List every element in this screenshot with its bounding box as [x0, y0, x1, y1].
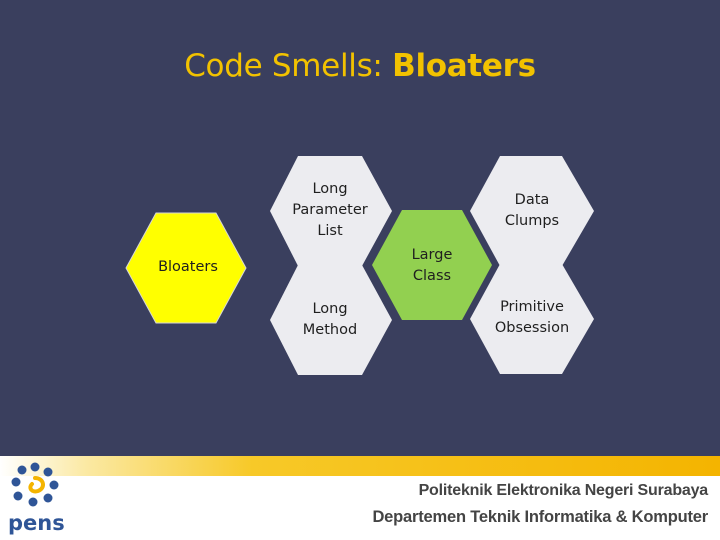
bloaters-hexagon-diagram [125, 156, 594, 375]
footer-white-band [0, 476, 720, 540]
hex-label-long-method: Long Method [302, 301, 358, 338]
slide-title-prefix: Code Smells: [184, 48, 393, 84]
hex-large-class [372, 210, 492, 320]
hex-label-long-parameter-list: Long Parameter List [292, 180, 368, 239]
hex-data-clumps [470, 156, 594, 266]
hex-label-data-clumps: Data Clumps [504, 192, 560, 229]
slide-title-bold: Bloaters [392, 48, 536, 84]
hex-label-primitive-obsession: Primitive Obsession [494, 299, 570, 336]
pens-logo-icon: pens [8, 462, 65, 535]
pens-logo-text: pens [8, 511, 65, 535]
hex-bloaters [125, 212, 247, 324]
hex-label-bloaters: Bloaters [158, 258, 218, 275]
hex-long-method [270, 265, 392, 375]
institution-name: Politeknik Elektronika Negeri Surabaya [418, 482, 709, 499]
footer-accent-stripe [0, 456, 720, 478]
hex-label-large-class: Large Class [411, 247, 453, 284]
slide-title: Code Smells: Bloaters [0, 48, 720, 84]
department-name: Departemen Teknik Informatika & Komputer [372, 508, 708, 526]
hex-long-parameter-list [270, 156, 392, 266]
hex-primitive-obsession [470, 264, 594, 374]
